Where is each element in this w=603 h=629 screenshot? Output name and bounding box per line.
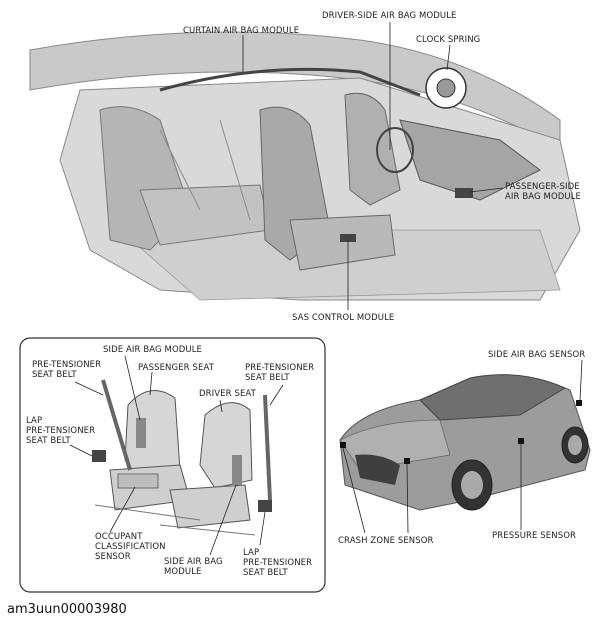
cabin-illustration — [29, 22, 581, 310]
sas-control-module-label: SAS CONTROL MODULE — [292, 313, 395, 323]
pretensioner-right-label: PRE-TENSIONER SEAT BELT — [245, 363, 315, 383]
pressure-sensor-label: PRESSURE SENSOR — [492, 531, 577, 541]
curtain-airbag-label: CURTAIN AIR BAG MODULE — [183, 26, 300, 36]
occupant-sensor-label: OCCUPANT CLASSIFICATION SENSOR — [95, 532, 166, 562]
driver-side-airbag-label: DRIVER-SIDE AIR BAG MODULE — [322, 11, 457, 21]
crash-zone-sensor-label: CRASH ZONE SENSOR — [338, 536, 434, 546]
passenger-side-airbag-label: PASSENGER-SIDE AIR BAG MODULE — [505, 182, 582, 202]
pretensioner-left-label: PRE-TENSIONER SEAT BELT — [32, 360, 102, 380]
figure-caption: am3uun00003980 — [7, 602, 127, 617]
side-airbag-sensor-label: SIDE AIR BAG SENSOR — [488, 350, 586, 360]
side-airbag-module-bottom-label: SIDE AIR BAG MODULE — [164, 557, 223, 577]
lap-pretensioner-right-label: LAP PRE-TENSIONER SEAT BELT — [243, 548, 313, 578]
lap-pretensioner-left-label: LAP PRE-TENSIONER SEAT BELT — [26, 416, 96, 446]
driver-seat-label: DRIVER SEAT — [199, 389, 256, 399]
side-airbag-module-top-label: SIDE AIR BAG MODULE — [103, 345, 203, 355]
passenger-seat-label: PASSENGER SEAT — [138, 363, 214, 373]
clock-spring-label: CLOCK SPRING — [416, 35, 481, 45]
